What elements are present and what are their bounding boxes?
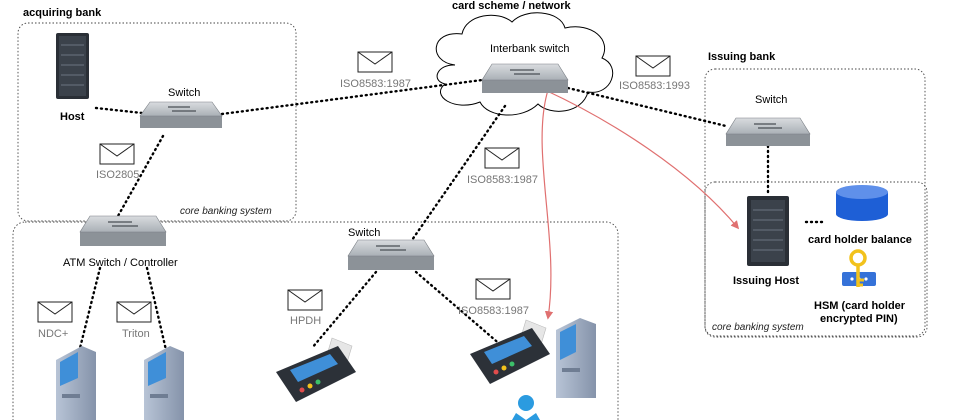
database-icon: [836, 185, 888, 221]
card-scheme-label: card scheme / network: [452, 0, 571, 12]
protocol-label-7: HPDH: [290, 315, 321, 327]
pos-switch-label: Switch: [348, 227, 380, 239]
envelope-icon-5: [37, 301, 73, 323]
hsm-label-line1: HSM (card holder: [814, 300, 906, 312]
envelope-icon-3: [99, 143, 135, 165]
link-interbank-pos-switch: [410, 104, 507, 242]
atm-switch-icon: [79, 215, 167, 246]
protocol-label-5: NDC+: [38, 328, 68, 340]
protocol-label-6: Triton: [122, 328, 150, 340]
pos-terminal-icon-1: [276, 337, 356, 402]
acquiring-bank-label: acquiring bank: [23, 7, 102, 19]
link-pos-switch-pos2: [414, 270, 504, 348]
iss-switch-label: Switch: [755, 94, 787, 106]
flow-arrow-to-pos: [541, 89, 554, 320]
protocol-label-4: ISO8583:1987: [467, 174, 538, 186]
envelope-icon-8: [475, 278, 511, 300]
acq-switch-icon: [139, 101, 223, 128]
hsm-key-icon: [842, 249, 876, 287]
envelope-icon-6: [116, 301, 152, 323]
interbank-switch-label: Interbank switch: [490, 43, 569, 55]
link-acq-switch-atm-switch: [116, 134, 165, 218]
link-interbank-iss-switch: [566, 86, 728, 128]
iss-switch-icon: [725, 117, 811, 146]
acq-switch-label: Switch: [168, 87, 200, 99]
atm-icon-2: [144, 346, 184, 420]
protocol-label-2: ISO8583:1993: [619, 80, 690, 92]
atm-icon-3: [556, 318, 596, 398]
envelope-icon-2: [635, 55, 671, 77]
pos-terminal-icon-2: [470, 319, 550, 384]
issuing-bank-label: Issuing bank: [708, 51, 776, 63]
link-host-switch: [94, 106, 144, 115]
atm-icon-1: [56, 346, 96, 420]
envelope-icon-1: [357, 51, 393, 73]
pos-switch-icon: [347, 239, 435, 270]
issuing-host-server-icon: [747, 196, 789, 266]
person-icon: [512, 395, 540, 420]
issuing-core-banking-zone: [704, 181, 928, 338]
link-pos-switch-pos1: [310, 270, 378, 350]
issuing-bank-zone: [704, 68, 926, 337]
acquiring-network-zone: [12, 221, 619, 420]
link-atm-switch-atm2: [145, 266, 168, 352]
hsm-label-line2: encrypted PIN): [820, 313, 898, 325]
card-holder-balance-label: card holder balance: [808, 234, 912, 246]
protocol-label-8: ISO8583:1987: [458, 305, 529, 317]
protocol-label-1: ISO8583:1987: [340, 78, 411, 90]
envelope-icon-7: [287, 289, 323, 311]
core-banking-iss-label: core banking system: [712, 322, 804, 333]
link-acq-switch-interbank: [220, 78, 484, 116]
atm-switch-label: ATM Switch / Controller: [63, 257, 178, 269]
flow-arrow-to-issuing-host: [544, 89, 740, 230]
link-atm-switch-atm1: [78, 266, 102, 350]
core-banking-acq-label: core banking system: [180, 206, 272, 217]
interbank-switch-icon: [481, 63, 569, 93]
host-label: Host: [60, 111, 85, 123]
issuing-host-label: Issuing Host: [733, 275, 799, 287]
envelope-icon-4: [484, 147, 520, 169]
host-server-icon: [56, 33, 89, 99]
protocol-label-3: ISO2805: [96, 169, 139, 181]
